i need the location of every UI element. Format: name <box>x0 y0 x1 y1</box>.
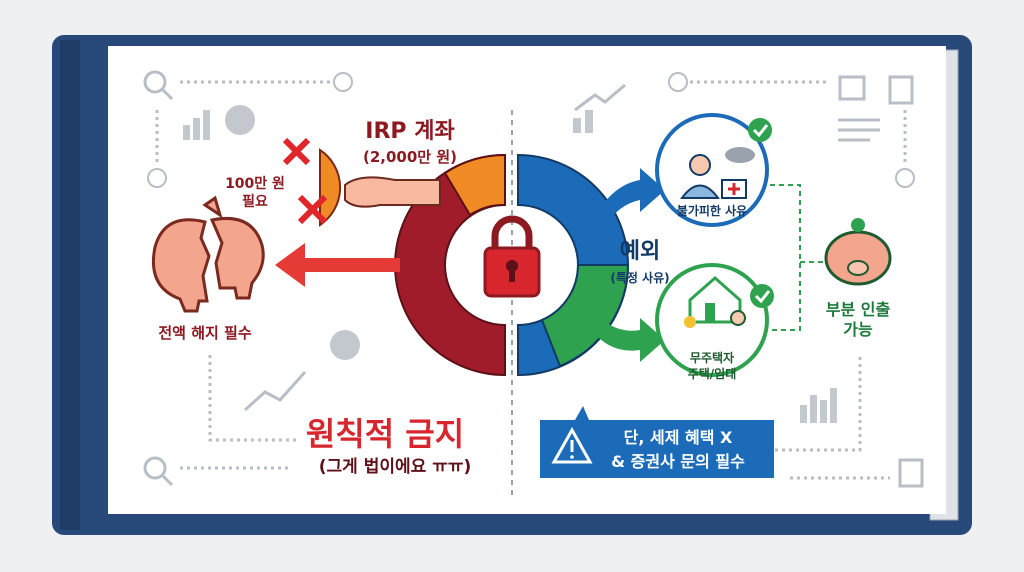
donut-right-green <box>540 264 630 368</box>
need-amount: 100만 원 <box>225 176 285 192</box>
document-icon <box>888 75 914 105</box>
connector-line <box>770 184 801 331</box>
dollar-icon <box>147 168 167 188</box>
unavoidable-reason-label: 불가피한 사유 <box>677 203 747 218</box>
homeless-housing-badge <box>655 263 774 377</box>
person-icon <box>730 310 746 326</box>
storm-cloud-icon <box>725 147 755 163</box>
dollar-icon <box>895 168 915 188</box>
lock-icon <box>483 215 541 298</box>
magnifier-icon <box>143 456 167 480</box>
need-label: 필요 <box>242 193 268 210</box>
broken-piggy-bank-icon <box>151 195 265 313</box>
full-cancel-label: 전액 해지 필수 <box>158 324 251 342</box>
trend-chart-icon <box>574 83 626 112</box>
search-box-icon <box>838 75 866 101</box>
warning-box <box>540 406 774 478</box>
check-icon <box>750 284 774 308</box>
partial-withdrawal-label: 부분 인출 <box>826 300 891 319</box>
warning-contact-broker: & 증권사 문의 필수 <box>611 452 745 471</box>
homeless-label: 무주택자 <box>690 350 734 365</box>
partial-possible-label: 가능 <box>843 320 873 339</box>
coin-icon <box>851 218 865 232</box>
piggy-bank-icon <box>824 218 892 286</box>
hand-icon <box>344 176 441 208</box>
trend-chart-icon <box>243 371 307 412</box>
pie-chart-icon <box>225 105 255 135</box>
unavoidable-reason-badge <box>655 113 772 227</box>
arrow-to-housing-icon <box>585 305 665 362</box>
left-arrow-icon <box>275 243 400 287</box>
exception-title: 예외 <box>620 239 660 264</box>
document-icon <box>898 458 924 488</box>
account-title: IRP 계좌 <box>365 119 454 144</box>
check-icon <box>748 118 772 142</box>
rule-subtitle: (그게 법이에요 ㅠㅠ) <box>319 457 472 477</box>
dollar-icon <box>668 72 688 92</box>
account-amount: (2,000만 원) <box>363 148 457 166</box>
key-icon <box>684 316 696 328</box>
bar-chart-icons <box>183 105 837 423</box>
magnifier-icon <box>143 70 167 94</box>
dollar-icon <box>333 72 353 92</box>
person-icon <box>689 154 711 176</box>
background-icons <box>143 70 924 488</box>
rule-title: 원칙적 금지 <box>306 415 464 453</box>
donut-left-orange <box>443 153 506 217</box>
pie-chart-icon <box>330 330 360 360</box>
book-spine <box>60 40 80 530</box>
housing-rent-label: 주택/임대 <box>688 366 737 381</box>
warning-icon <box>551 426 593 464</box>
cross-icon <box>282 137 328 225</box>
arrow-to-unavoidable-icon <box>590 168 665 235</box>
warning-tax-benefit: 단, 세제 혜택 X <box>624 428 733 447</box>
exception-subtitle: (특정 사유) <box>610 270 669 285</box>
